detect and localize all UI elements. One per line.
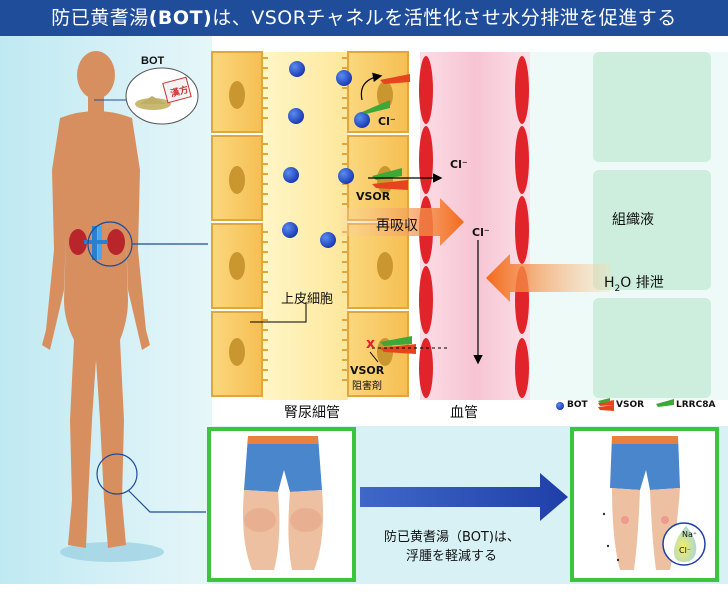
excretion-arrow [486, 254, 610, 302]
effect-arrow [360, 473, 568, 521]
epithelial-cells-left [211, 51, 263, 397]
title-prefix: 防已黄耆湯 [51, 7, 149, 29]
activation-arrow [360, 72, 383, 101]
vsor-inhibitor-label-1: VSOR [350, 364, 385, 377]
cl-label-top: Cl⁻ [378, 115, 396, 128]
edema-before-frame [207, 427, 356, 582]
cl-ion-label: Cl⁻ [679, 546, 692, 555]
vsor-inhibitor-label-2: 阻害剤 [352, 381, 382, 392]
vsor-channel-blocked [380, 336, 416, 354]
cl-label-mid: Cl⁻ [450, 158, 468, 171]
kidneys-icon [69, 226, 125, 260]
bot-molecule [354, 112, 370, 128]
reabsorption-arrow [340, 198, 464, 246]
h2o-o: O [620, 275, 632, 291]
legend-lrrc8a-label: LRRC8A [676, 400, 716, 410]
h2o-h: H [604, 275, 615, 291]
cl-label-vessel: Cl⁻ [472, 226, 490, 239]
legend-bot-icon [556, 402, 564, 410]
inhibitor-pointer [369, 351, 379, 363]
swollen-legs-illustration [243, 436, 323, 570]
legend-vsor-label: VSOR [616, 400, 645, 410]
vsor-channel [372, 168, 408, 190]
bot-molecules [282, 61, 370, 248]
interstitial-block [593, 298, 711, 398]
reabsorption-label: 再吸収 [376, 218, 418, 234]
ion-droplet-icon [662, 522, 706, 566]
na-ion-label: Na⁺ [682, 530, 698, 539]
h2o-sub: 2 [614, 283, 621, 294]
effect-text-line2: 浮腫を軽減する [406, 549, 498, 564]
tubule-label: 腎尿細管 [284, 405, 340, 421]
legend-lrrc8a-icon [656, 399, 674, 407]
microvilli [262, 57, 348, 381]
vsor-label: VSOR [356, 190, 391, 203]
cross-mark: x [366, 336, 376, 352]
effect-text-line1: 防已黄耆湯（BOT)は、 [384, 530, 520, 545]
interstitial-block [593, 52, 711, 162]
vsor-channel [362, 74, 410, 114]
tubule-lumen [262, 52, 348, 400]
bot-molecule [283, 167, 299, 183]
bot-herbal-bubble [125, 67, 199, 125]
epithelium-label: 上皮細胞 [281, 292, 334, 307]
bot-molecule [288, 108, 304, 124]
bot-molecule [338, 168, 354, 184]
legend-bot-label: BOT [567, 400, 588, 410]
vessel-wall-right [515, 56, 529, 398]
title-rest: は、VSORチャネルを活性化させ水分排泄を促進する [212, 7, 677, 29]
vessel-label: 血管 [450, 405, 478, 421]
page-title: 防已黄耆湯(BOT)は、VSORチャネルを活性化させ水分排泄を促進する [0, 0, 728, 36]
excretion-text: 排泄 [635, 275, 664, 291]
h2o-excretion-label: H2O 排泄 [604, 272, 664, 294]
bot-molecule [320, 232, 336, 248]
bot-molecule [289, 61, 305, 77]
epithelium-pointer [250, 302, 307, 323]
bot-label: BOT [141, 55, 165, 67]
herbal-package-label: 漢方 [169, 83, 189, 98]
bot-molecule [336, 70, 352, 86]
bot-molecule [282, 222, 298, 238]
title-bot: (BOT) [148, 7, 213, 29]
leg-callout-line [127, 489, 206, 513]
interstitial-block [593, 170, 711, 290]
leg-focus-circle [96, 453, 138, 495]
legend-vsor-icon-green [598, 398, 610, 403]
interstitial-fluid-label: 組織液 [612, 212, 654, 228]
